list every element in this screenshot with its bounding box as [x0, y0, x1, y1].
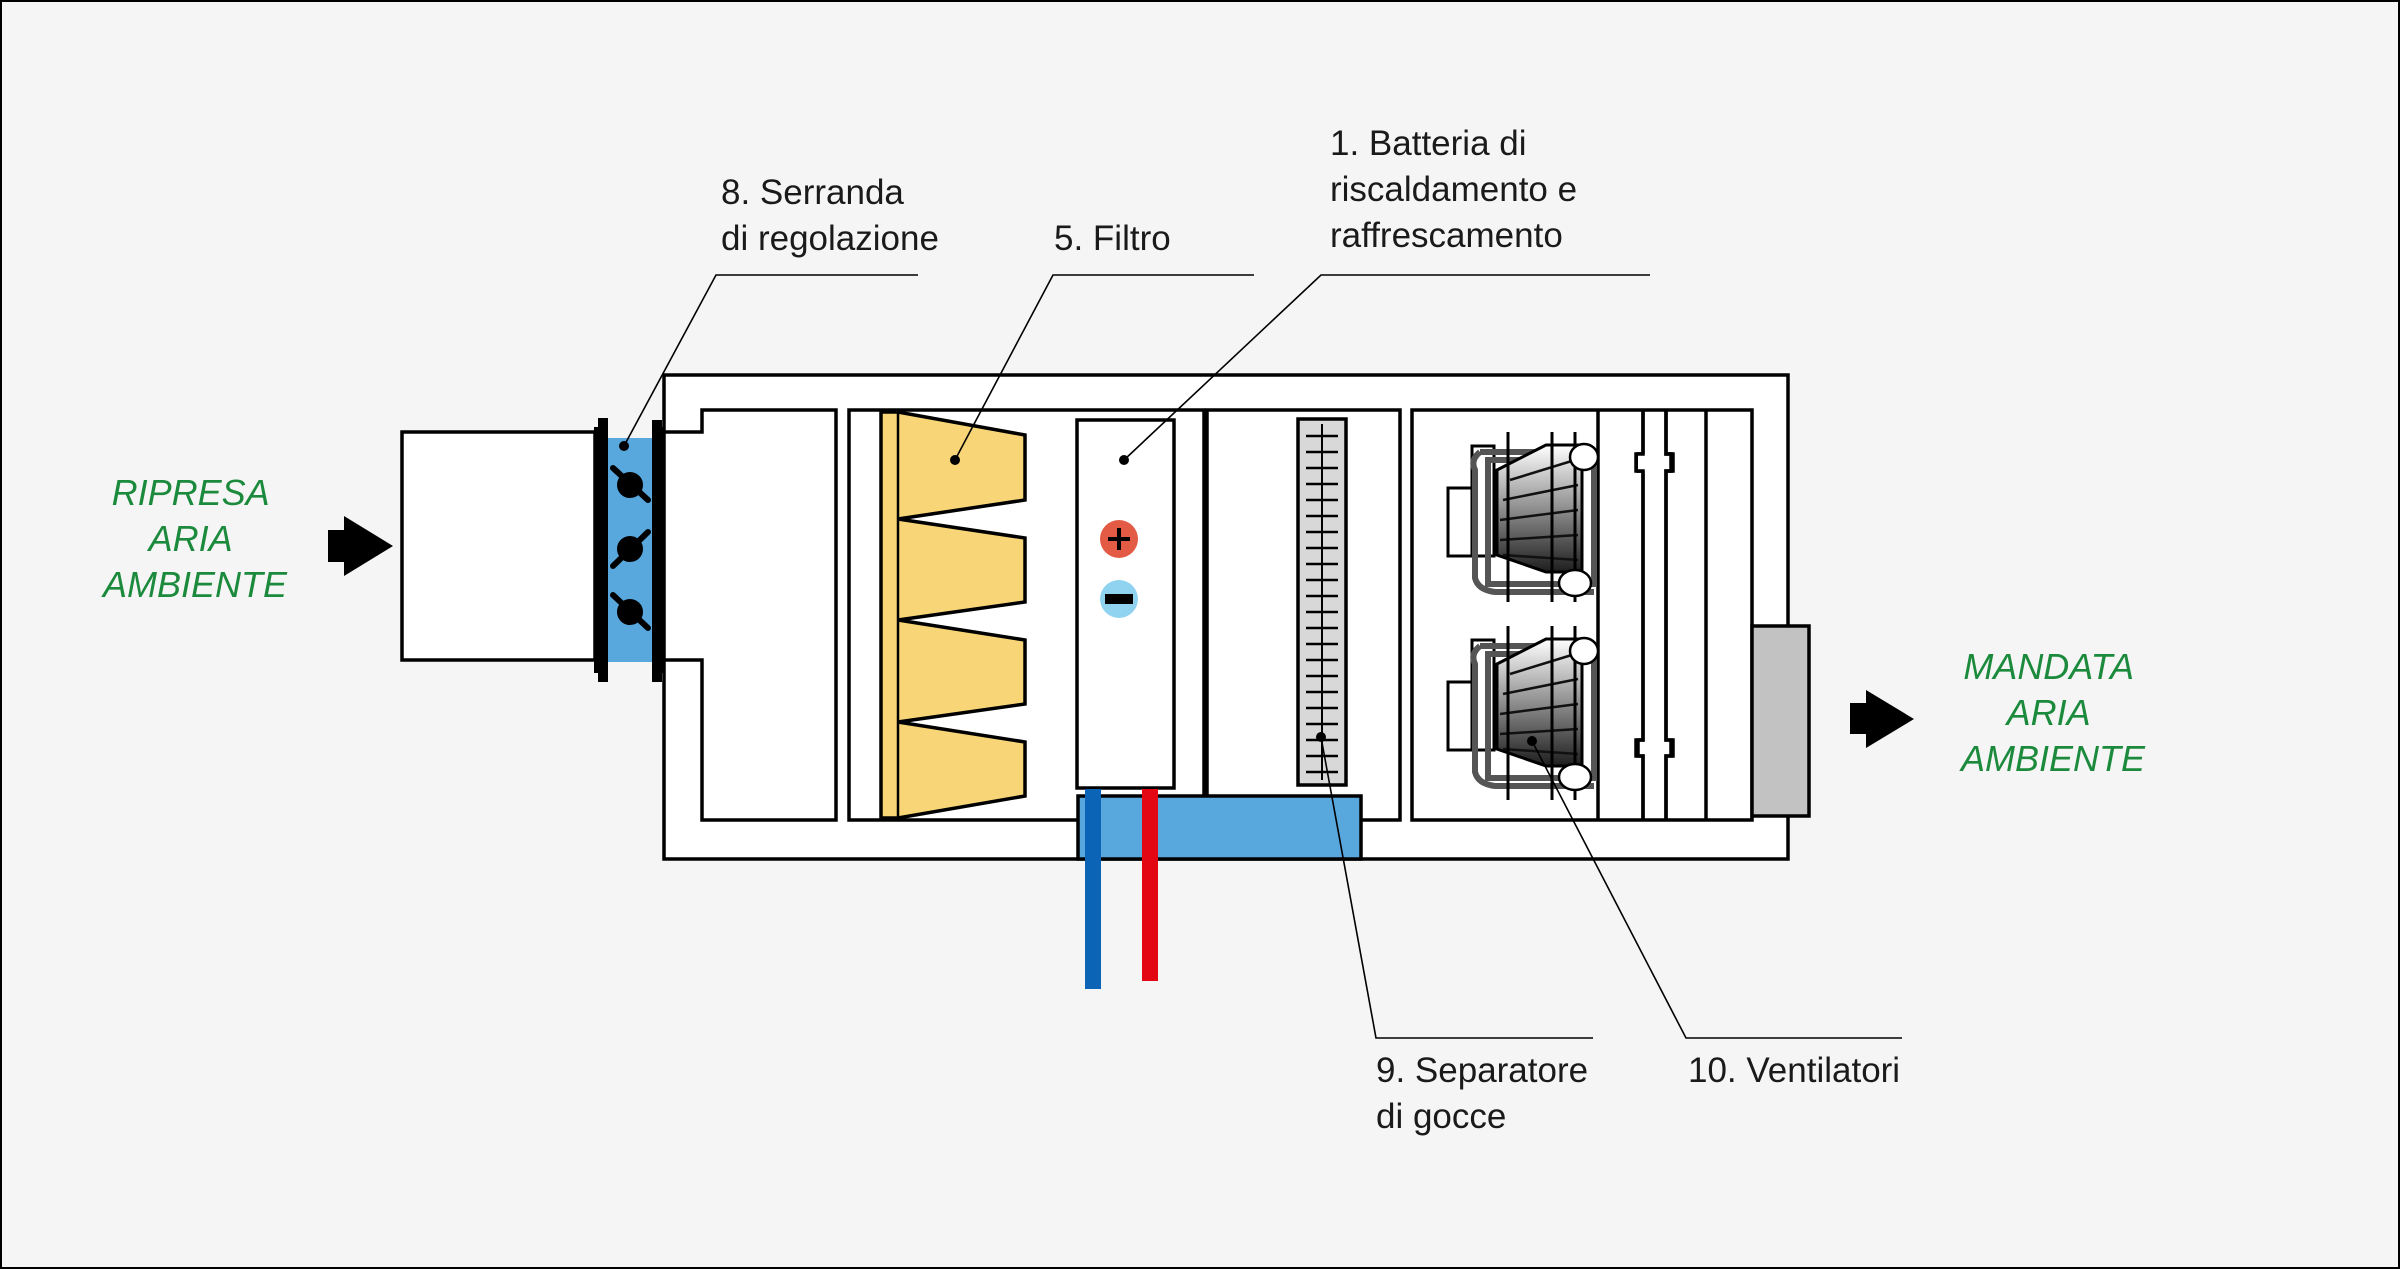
leader-lines: [619, 274, 1902, 1039]
damper-label: 8. Serranda di regolazione: [721, 173, 939, 258]
outlet-arrow-icon: [1850, 690, 1914, 748]
fans-label: 10. Ventilatori: [1688, 1051, 1900, 1090]
fan-lower: [1446, 626, 1600, 800]
inlet-duct: [400, 430, 597, 662]
cold-water-pipe: [1085, 789, 1101, 989]
outlet-connector: [1750, 624, 1811, 818]
fan-upper: [1446, 432, 1600, 602]
inlet-plenum: [662, 408, 838, 822]
inlet-flow-label: RIPRESA ARIA AMBIENTE: [101, 472, 288, 605]
filter-label: 5. Filtro: [1054, 219, 1171, 258]
filter-media: [879, 410, 1027, 820]
outlet-flow-label: MANDATA ARIA AMBIENTE: [1959, 646, 2146, 779]
inlet-arrow-icon: [328, 516, 393, 576]
drain-pan: [1076, 794, 1363, 861]
hot-water-pipe: [1142, 789, 1158, 981]
separator-label: 9. Separatore di gocce: [1376, 1051, 1598, 1136]
damper-assembly: [594, 418, 670, 682]
coil-label: 1. Batteria di riscaldamento e raffresca…: [1330, 124, 1587, 255]
